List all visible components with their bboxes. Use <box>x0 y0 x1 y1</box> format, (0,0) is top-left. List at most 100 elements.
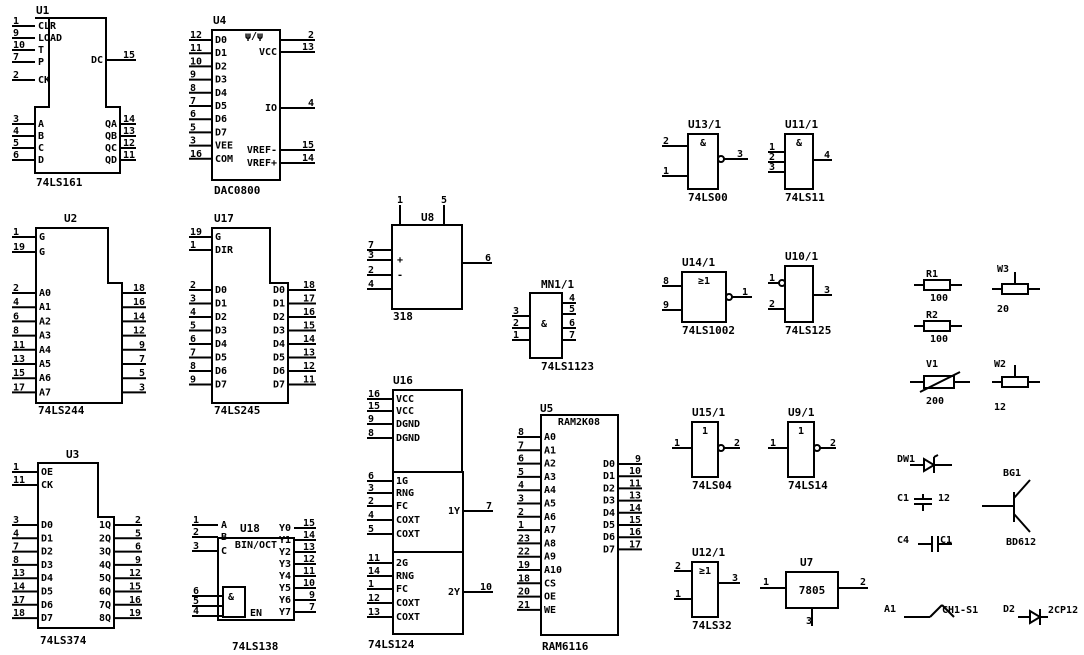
pin-number: 3 <box>518 494 524 505</box>
pin-number: 9 <box>635 454 641 465</box>
component-value: 100 <box>930 334 948 345</box>
pin-number: 4 <box>368 510 374 521</box>
pin-number: 2 <box>860 577 866 588</box>
pin-number: 15 <box>13 368 25 379</box>
part-name: DAC0800 <box>214 184 260 197</box>
pin-number: 16 <box>303 307 315 318</box>
pin-name: D5 <box>215 101 227 112</box>
gate-symbol: ≥1 <box>699 566 711 577</box>
pin-name: G <box>39 232 45 243</box>
pin-number: 4 <box>190 307 196 318</box>
pin-name: LOAD <box>38 33 62 44</box>
pin-number: 4 <box>569 293 575 304</box>
pin-name: CK <box>38 75 50 86</box>
part-name: 74LS161 <box>36 176 83 189</box>
body <box>391 224 463 310</box>
part-name: 74LS32 <box>692 619 732 632</box>
pin-number: 14 <box>629 503 641 514</box>
pin-name: DGND <box>396 433 420 444</box>
pin-number: 2 <box>13 70 19 81</box>
pin-name: D1 <box>41 533 53 544</box>
pin-number: 14 <box>123 114 135 125</box>
pin-number: 3 <box>732 573 738 584</box>
pin-number: 10 <box>190 56 202 67</box>
pin-name: D0 <box>215 285 227 296</box>
body <box>35 227 123 404</box>
pin-name: D5 <box>273 353 285 364</box>
pin-number: 1 <box>763 577 769 588</box>
component-value: BD612 <box>1006 537 1036 548</box>
pin-number: 1 <box>770 438 776 449</box>
part-name: 74LS1002 <box>682 324 735 337</box>
pin-number: 1 <box>190 240 196 251</box>
pin-name: D3 <box>41 560 53 571</box>
inversion-bubble <box>717 155 725 163</box>
varistor-slash <box>919 371 961 393</box>
pin-number: 3 <box>13 515 19 526</box>
pin-name: D2 <box>215 61 227 72</box>
ref-designator: A1 <box>884 604 896 615</box>
pin-number: 12 <box>190 30 202 41</box>
pin-name: A8 <box>544 538 556 549</box>
pin-name: QB <box>105 131 117 142</box>
pin-number: 8 <box>368 428 374 439</box>
pin-number: 9 <box>663 300 669 311</box>
component-value: 200 <box>926 396 944 407</box>
pin-number: 19 <box>13 242 25 253</box>
pin-number: 16 <box>368 389 380 400</box>
ref-designator: U18 <box>240 522 260 535</box>
pin-number: 17 <box>303 294 315 305</box>
inverting-sign: - <box>397 270 403 281</box>
ref-designator: U2 <box>64 212 77 225</box>
ref-designator: W3 <box>997 264 1009 275</box>
pin-name: 3Q <box>99 547 111 558</box>
pin-number: 2 <box>769 152 775 163</box>
body <box>529 292 563 359</box>
pin-name: D7 <box>215 380 227 391</box>
pin-number: 16 <box>133 297 145 308</box>
body <box>691 421 719 478</box>
pin-name: DIR <box>215 245 234 256</box>
pin-name: G <box>215 232 221 243</box>
pin-number: 2 <box>368 496 374 507</box>
pin-name: A4 <box>39 345 51 356</box>
pin-name: A3 <box>39 331 51 342</box>
body <box>540 414 619 636</box>
pin-number: 4 <box>13 528 19 539</box>
pin-number: 13 <box>13 568 25 579</box>
pin-name: 2Q <box>99 533 111 544</box>
gate-symbol: & <box>700 138 707 149</box>
pin-number: 13 <box>368 607 380 618</box>
part-name: 74LS138 <box>232 640 278 653</box>
ref-designator: W2 <box>994 359 1006 370</box>
pin-number: 6 <box>518 454 524 465</box>
pin-name: 2G <box>396 558 408 569</box>
ref-designator: U16 <box>393 374 413 387</box>
pin-number: 13 <box>303 542 315 553</box>
pin-name: VCC <box>396 394 414 405</box>
pin-name: VCC <box>259 47 277 58</box>
pin-number: 6 <box>193 586 199 597</box>
component-value: 2CP12 <box>1048 605 1078 616</box>
pin-number: 3 <box>737 149 743 160</box>
pin-number: 1 <box>513 330 519 341</box>
pin-name: D7 <box>215 127 227 138</box>
pin-name: D7 <box>273 380 285 391</box>
pin-number: 4 <box>518 480 524 491</box>
pin-number: 18 <box>518 573 530 584</box>
pin-number: 20 <box>518 587 530 598</box>
pin-number: 17 <box>13 382 25 393</box>
pin-number: 11 <box>303 375 315 386</box>
pin-name: D0 <box>41 520 53 531</box>
pin-number: 8 <box>190 361 196 372</box>
part-name: 7805 <box>799 584 826 597</box>
pin-number: 14 <box>368 566 380 577</box>
pin-number: 12 <box>123 138 135 149</box>
pin-number: 12 <box>303 554 315 565</box>
